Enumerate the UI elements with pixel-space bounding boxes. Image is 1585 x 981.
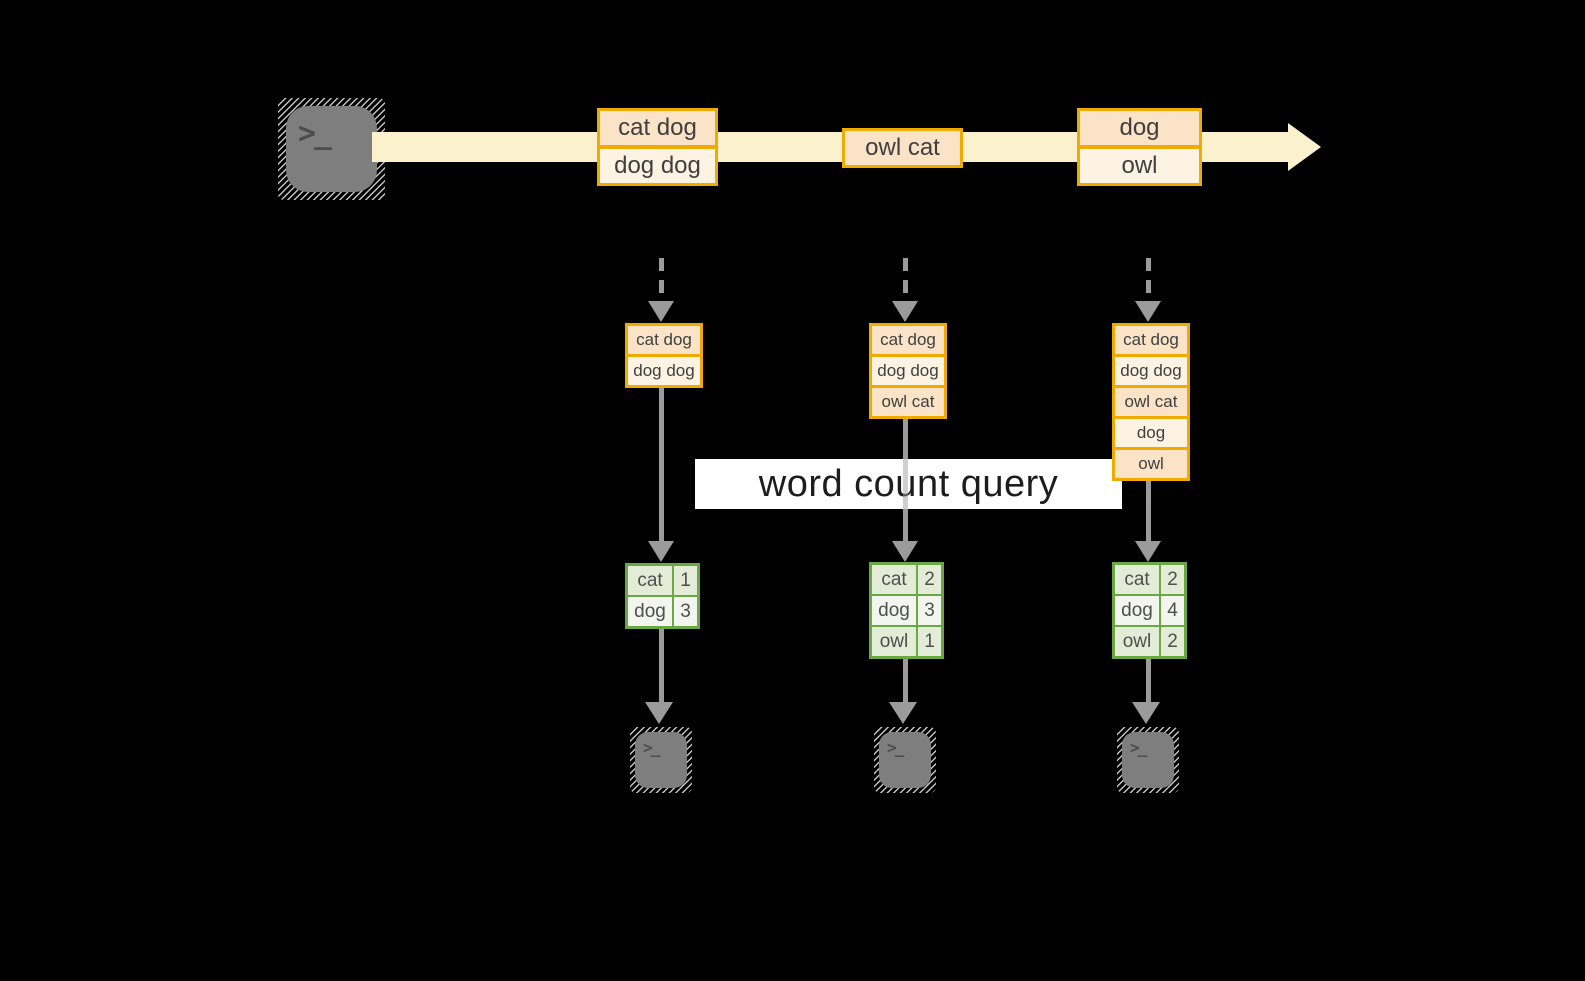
terminal-screen: >_	[1122, 732, 1174, 788]
stack-record: owl cat	[1115, 388, 1187, 416]
word-cell: cat	[872, 565, 916, 594]
down-arrowhead-icon	[1135, 541, 1161, 562]
source-terminal-icon: >_	[278, 98, 385, 200]
terminal-screen: >_	[286, 106, 377, 192]
terminal-prompt-glyph: >_	[298, 116, 332, 151]
down-arrowhead-icon	[888, 702, 917, 724]
terminal-screen: >_	[635, 732, 687, 788]
count-cell: 1	[918, 627, 941, 656]
word-cell: dog	[628, 597, 672, 626]
stack-to-table-arrow	[658, 387, 664, 543]
terminal-prompt-glyph: >_	[643, 738, 660, 757]
sink-terminal-icon: >_	[630, 727, 692, 793]
count-cell: 1	[674, 566, 697, 595]
buffered-records-stack: cat dog dog dog owl cat dog owl	[1112, 323, 1190, 481]
stack-record: cat dog	[872, 326, 944, 354]
down-arrowhead-icon	[892, 301, 918, 322]
stream-record-group: cat dog dog dog	[597, 108, 718, 186]
stream-record: dog	[1080, 111, 1199, 145]
stack-record: cat dog	[1115, 326, 1187, 354]
stream-arrowhead-icon	[1288, 123, 1321, 171]
stream-record: owl cat	[845, 131, 960, 165]
word-cell: dog	[872, 596, 916, 625]
word-cell: cat	[628, 566, 672, 595]
word-count-query-label: word count query	[695, 459, 1122, 509]
stack-record: dog dog	[872, 357, 944, 385]
count-cell: 2	[1161, 627, 1184, 656]
down-arrowhead-icon	[648, 301, 674, 322]
stream-record: owl	[1080, 148, 1199, 183]
arrow-through-label	[902, 459, 908, 509]
word-cell: owl	[872, 627, 916, 656]
table-to-sink-arrow	[902, 659, 908, 705]
word-cell: cat	[1115, 565, 1159, 594]
stack-to-table-arrow	[1145, 478, 1151, 543]
word-count-table: cat 2 dog 4 owl 2	[1112, 562, 1187, 659]
stack-record: dog	[1115, 419, 1187, 447]
sink-terminal-icon: >_	[1117, 727, 1179, 793]
stream-record: cat dog	[600, 111, 715, 145]
sink-terminal-icon: >_	[874, 727, 936, 793]
ingest-arrow-dashed	[902, 258, 908, 302]
count-cell: 3	[918, 596, 941, 625]
word-cell: dog	[1115, 596, 1159, 625]
buffered-records-stack: cat dog dog dog	[625, 323, 703, 388]
ingest-arrow-dashed	[1145, 258, 1151, 302]
down-arrowhead-icon	[1131, 702, 1160, 724]
down-arrowhead-icon	[644, 702, 673, 724]
stream-record: dog dog	[600, 148, 715, 183]
table-to-sink-arrow	[1145, 659, 1151, 705]
stream-record-group: dog owl	[1077, 108, 1202, 186]
count-cell: 2	[1161, 565, 1184, 594]
stack-record: dog dog	[1115, 357, 1187, 385]
table-to-sink-arrow	[658, 629, 664, 705]
terminal-screen: >_	[879, 732, 931, 788]
stack-record: dog dog	[628, 357, 700, 385]
buffered-records-stack: cat dog dog dog owl cat	[869, 323, 947, 419]
down-arrowhead-icon	[1135, 301, 1161, 322]
stream-record-group: owl cat	[842, 128, 963, 168]
down-arrowhead-icon	[648, 541, 674, 562]
count-cell: 4	[1161, 596, 1184, 625]
down-arrowhead-icon	[892, 541, 918, 562]
count-cell: 2	[918, 565, 941, 594]
word-count-table: cat 2 dog 3 owl 1	[869, 562, 944, 659]
terminal-prompt-glyph: >_	[1130, 738, 1147, 757]
ingest-arrow-dashed	[658, 258, 664, 302]
word-cell: owl	[1115, 627, 1159, 656]
terminal-prompt-glyph: >_	[887, 738, 904, 757]
count-cell: 3	[674, 597, 697, 626]
stack-record: cat dog	[628, 326, 700, 354]
stack-record: owl	[1115, 450, 1187, 478]
stack-record: owl cat	[872, 388, 944, 416]
word-count-table: cat 1 dog 3	[625, 563, 700, 629]
